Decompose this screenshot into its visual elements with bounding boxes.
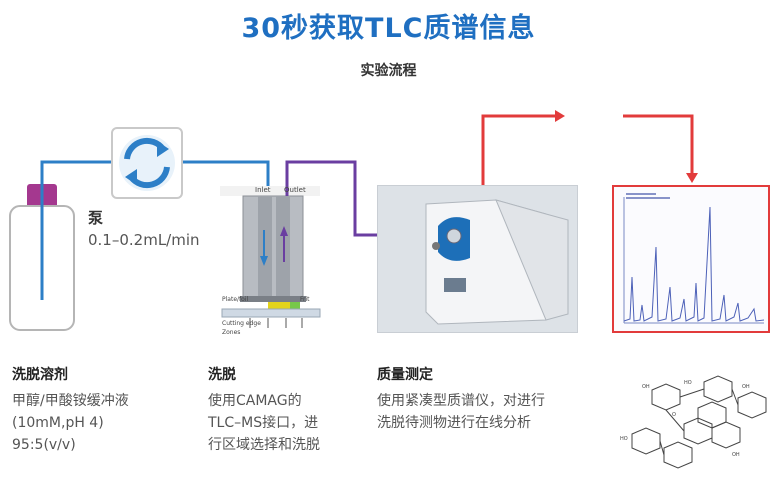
pump-icon xyxy=(111,127,183,199)
svg-text:OH: OH xyxy=(642,384,650,390)
flow-line-to-ms xyxy=(285,160,377,237)
step-elution: 洗脱 使用CAMAG的 TLC–MS接口，进 行区域选择和洗脱 xyxy=(208,364,368,456)
step-line: TLC–MS接口，进 xyxy=(208,415,319,431)
probe-plate-label: Plate/foil xyxy=(222,296,249,303)
probe-frit-label: Frit xyxy=(300,296,310,303)
flow-arrow-ms-out xyxy=(555,110,565,122)
step-line: 甲醇/甲酸铵缓冲液 xyxy=(12,393,129,409)
step-line: 洗脱待测物进行在线分析 xyxy=(377,415,531,431)
tlc-ms-probe-image xyxy=(220,186,321,328)
mass-spectrometer-image xyxy=(377,185,578,333)
svg-text:HO: HO xyxy=(620,436,628,442)
step-solvent: 洗脱溶剂 甲醇/甲酸铵缓冲液 (10mM,pH 4) 95:5(v/v) xyxy=(12,364,197,456)
svg-text:O: O xyxy=(672,412,676,418)
svg-text:HO: HO xyxy=(684,380,692,386)
probe-cutting-label: Cutting edge xyxy=(222,320,261,327)
step-heading: 质量测定 xyxy=(377,367,433,383)
step-line: (10mM,pH 4) xyxy=(12,415,104,431)
svg-text:OH: OH xyxy=(742,384,750,390)
step-line: 95:5(v/v) xyxy=(12,437,76,453)
step-line: 使用紧凑型质谱仪，对进行 xyxy=(377,393,545,409)
step-line: 使用CAMAG的 xyxy=(208,393,302,409)
probe-outlet-label: Outlet xyxy=(284,186,306,194)
svg-text:OH: OH xyxy=(732,452,740,458)
pump-rate: 0.1–0.2mL/min xyxy=(88,231,200,249)
flow-line-solvent xyxy=(40,160,111,300)
flow-line-to-spectrum xyxy=(623,114,694,173)
pump-cycle-icon xyxy=(119,135,175,191)
molecule-structure-image: OH HO OH HO OH O xyxy=(620,375,767,469)
step-mass-measurement: 质量测定 使用紧凑型质谱仪，对进行 洗脱待测物进行在线分析 xyxy=(377,364,592,434)
step-heading: 洗脱溶剂 xyxy=(12,367,68,383)
step-heading: 洗脱 xyxy=(208,367,236,383)
page-title: 30秒获取TLC质谱信息 xyxy=(241,13,536,44)
probe-zones-label: Zones xyxy=(222,329,241,336)
flow-line-ms-out xyxy=(481,114,555,185)
page-subtitle: 实验流程 xyxy=(360,63,417,79)
step-line: 行区域选择和洗脱 xyxy=(208,437,320,453)
spectrum-image xyxy=(612,185,770,333)
flow-line-to-probe xyxy=(183,160,270,190)
flow-arrow-spectrum xyxy=(686,173,698,183)
pump-label: 泵 xyxy=(88,209,104,227)
probe-inlet-label: Inlet xyxy=(255,186,271,194)
